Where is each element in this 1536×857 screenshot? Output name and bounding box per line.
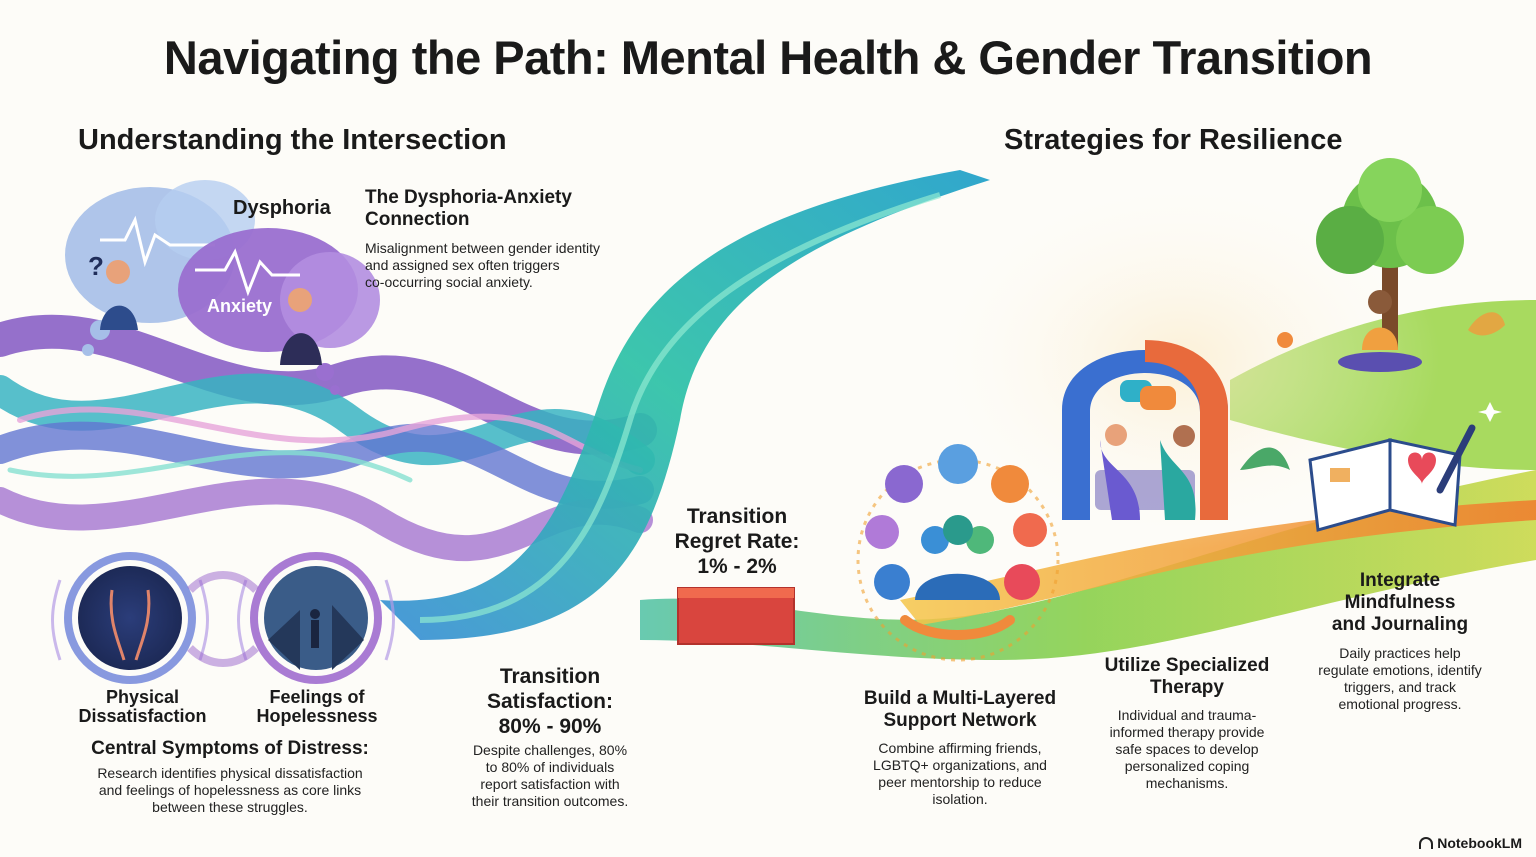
connection-body-line-3: co-occurring social anxiety. (365, 274, 533, 290)
hopelessness-label-line-1: Feelings of (269, 687, 365, 707)
mind-title-line-2: Mindfulness (1344, 592, 1456, 613)
satisfaction-line-2: Satisfaction: (486, 690, 614, 713)
regret-line-2: Regret Rate: (674, 530, 800, 553)
orange-ribbon (900, 500, 1536, 625)
satisfaction-body-line-3: report satisfaction with (480, 776, 620, 792)
network-body-line-2: LGBTQ+ organizations, and (873, 757, 1047, 773)
mind-title-line-1: Integrate (1359, 570, 1441, 591)
satisfaction-body-line-4: their transition outcomes. (471, 793, 629, 809)
journal-illustration (1308, 424, 1476, 532)
network-title-line-1: Build a Multi-Layered (863, 688, 1057, 709)
right-section-heading: Strategies for Resilience (1004, 124, 1343, 156)
connection-body-line-2: and assigned sex often triggers (365, 257, 560, 273)
regret-value: 1% - 2% (697, 555, 777, 578)
meditating-person (1338, 290, 1422, 372)
heart-icon (991, 465, 1029, 503)
flower-icon (1277, 332, 1293, 348)
connection-body-line-1: Misalignment between gender identity (365, 240, 601, 256)
brand-name: NotebookLM (1437, 835, 1522, 851)
satisfaction-body-line-2: to 80% of individuals (485, 759, 615, 775)
physical-dissatisfaction-label: Physical Dissatisfaction (60, 688, 225, 726)
dysphoria-label: Dysphoria (233, 197, 331, 219)
person-icon (874, 564, 910, 600)
satisfaction-body-line-1: Despite challenges, 80% (472, 742, 628, 758)
chat-bubble-icon (1140, 386, 1176, 410)
person-icon (1004, 564, 1040, 600)
tree-illustration (1316, 158, 1464, 350)
mind-body-line-3: triggers, and track (1343, 679, 1457, 695)
mind-body-line-2: regulate emotions, identify (1318, 662, 1482, 678)
mindfulness-block: Integrate Mindfulness and Journaling Dai… (1300, 570, 1500, 713)
left-section-heading: Understanding the Intersection (78, 124, 507, 156)
transition-satisfaction-stat: Transition Satisfaction: 80% - 90% (455, 664, 645, 739)
connection-title-line-1: The Dysphoria-Anxiety (365, 187, 572, 208)
pen-icon (1436, 424, 1476, 494)
brand-mark: NotebookLM (1419, 835, 1522, 851)
therapy-body-line-4: personalized coping (1124, 758, 1250, 774)
network-body-line-1: Combine affirming friends, (878, 740, 1042, 756)
mind-body-line-1: Daily practices help (1339, 645, 1461, 661)
person-icon (938, 444, 978, 484)
mind-body-line-4: emotional progress. (1338, 696, 1462, 712)
therapy-title-line-2: Therapy (1150, 677, 1224, 698)
heart-icon (885, 465, 923, 503)
hopelessness-circle (237, 552, 395, 684)
page-title: Navigating the Path: Mental Health & Gen… (163, 31, 1373, 84)
therapy-body-line-5: mechanisms. (1145, 775, 1229, 791)
heart-icon (1408, 452, 1436, 484)
network-body-line-4: isolation. (932, 791, 988, 807)
central-body-line-2: and feelings of hopelessness as core lin… (98, 782, 362, 798)
satisfaction-value: 80% - 90% (498, 715, 602, 738)
regret-line-1: Transition (686, 505, 788, 528)
brand-icon (1419, 837, 1434, 849)
physical-label-line-1: Physical (105, 687, 180, 707)
mind-title-line-3: and Journaling (1331, 614, 1469, 635)
network-title-line-2: Support Network (883, 710, 1037, 731)
question-mark-icon: ? (88, 251, 104, 281)
central-symptoms: Central Symptoms of Distress: Research i… (60, 738, 400, 816)
person-icon (1013, 513, 1047, 547)
support-network-block: Build a Multi-Layered Support Network Co… (840, 688, 1080, 808)
connection-title-line-2: Connection (365, 209, 470, 230)
regret-rate-stat: Transition Regret Rate: 1% - 2% (662, 504, 812, 579)
central-symptoms-title: Central Symptoms of Distress: (91, 738, 369, 759)
therapy-body-line-3: safe spaces to develop (1115, 741, 1259, 757)
anxiety-bubble (178, 228, 380, 395)
therapy-arch-illustration (1062, 340, 1290, 520)
network-body-line-3: peer mentorship to reduce (878, 774, 1042, 790)
therapy-block: Utilize Specialized Therapy Individual a… (1082, 655, 1292, 792)
central-body-line-3: between these struggles. (152, 799, 308, 815)
braided-ribbons (0, 314, 657, 562)
dysphoria-anxiety-connection: The Dysphoria-Anxiety Connection Misalig… (365, 187, 645, 291)
hopelessness-label: Feelings of Hopelessness (238, 688, 396, 726)
therapy-body-line-1: Individual and trauma- (1117, 707, 1257, 723)
satisfaction-line-1: Transition (499, 665, 601, 688)
therapy-title-line-1: Utilize Specialized (1104, 655, 1270, 676)
therapy-body-line-2: informed therapy provide (1109, 724, 1265, 740)
central-body-line-1: Research identifies physical dissatisfac… (97, 765, 363, 781)
physical-dissatisfaction-circle (51, 552, 209, 684)
physical-label-line-2: Dissatisfaction (78, 706, 207, 726)
satisfaction-description: Despite challenges, 80% to 80% of indivi… (445, 742, 655, 810)
anxiety-label: Anxiety (207, 296, 273, 316)
hopelessness-label-line-2: Hopelessness (256, 706, 378, 726)
heart-icon (865, 515, 899, 549)
support-network-illustration (856, 444, 1060, 662)
